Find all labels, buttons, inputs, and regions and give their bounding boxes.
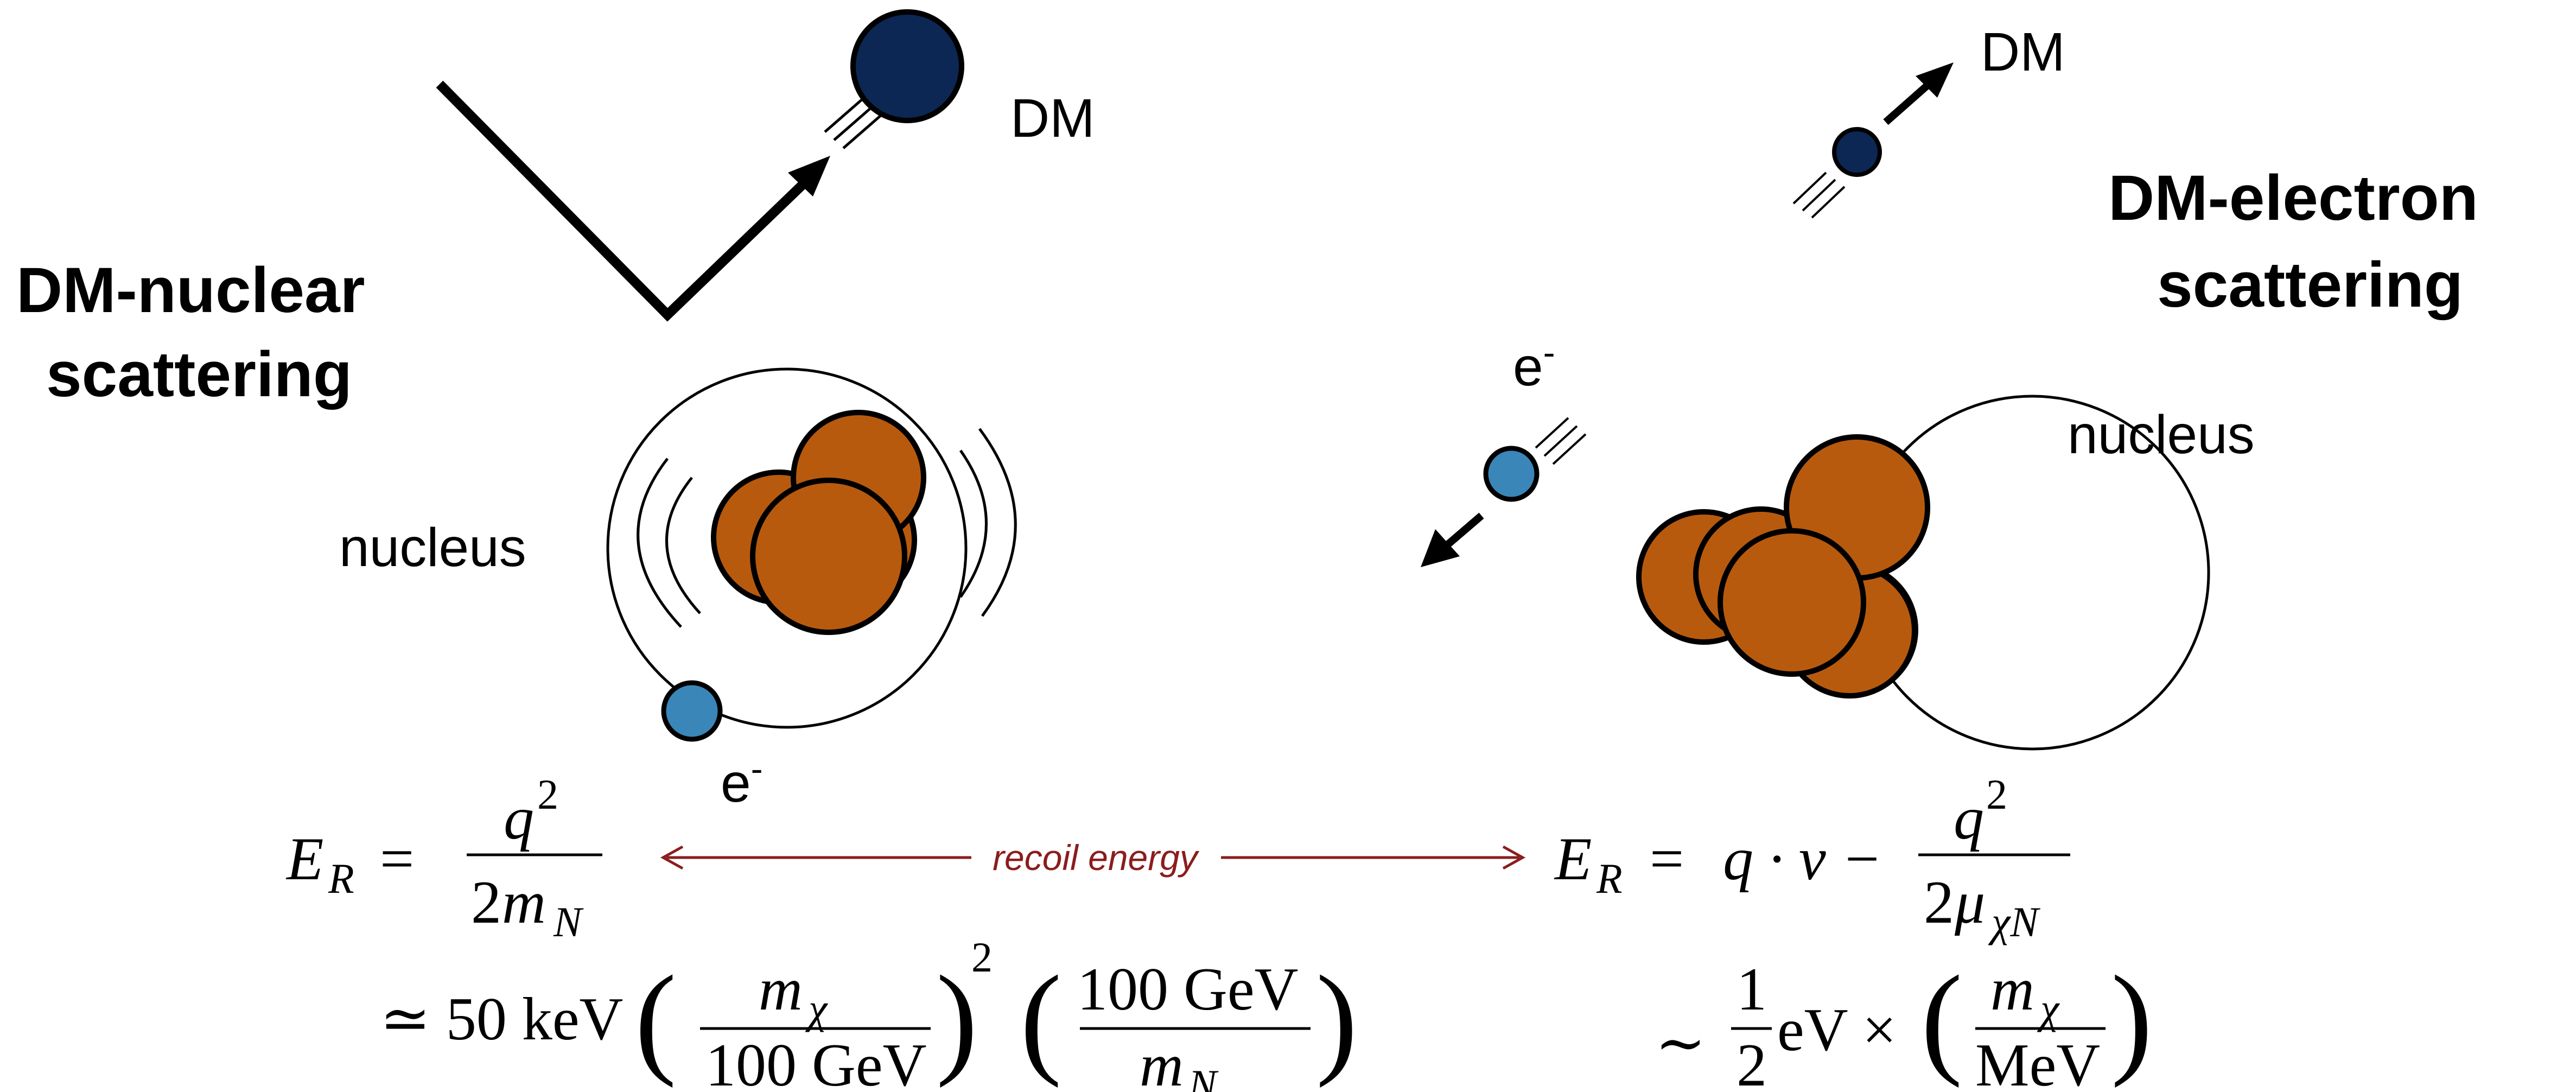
eq-right2-f-den: MeV	[1975, 1032, 2100, 1092]
eq-right2-unit: eV ×	[1777, 996, 1897, 1064]
left-title-line2: scattering	[46, 339, 352, 410]
left-nucleus	[711, 410, 926, 635]
eq-right1-den-mu: μ	[1954, 869, 1985, 936]
recoil-energy-label: recoil energy	[993, 837, 1200, 878]
right-nucleus-proper-group	[1693, 434, 1930, 699]
right-nucleus-label: nucleus	[2068, 404, 2255, 465]
eq-right1-dot: q · v −	[1723, 826, 1882, 893]
dm-particle-left	[850, 9, 964, 123]
eq-left1-den-sub: N	[553, 898, 584, 945]
right-title-line1: DM-electron	[2108, 162, 2478, 234]
eq-right1-num: q	[1954, 785, 1984, 852]
eq-left2-f1-num-sub: χ	[805, 985, 828, 1032]
right-electron-motion-lines	[1535, 417, 1587, 465]
eq-right2-paren-open: (	[1921, 950, 1963, 1088]
eq-left1-E: E	[285, 826, 323, 893]
right-electron	[1483, 446, 1540, 502]
right-dm-arrowhead	[1916, 62, 1954, 98]
recoil-arrowhead-left	[660, 845, 684, 870]
eq-right1-den-sub: χN	[1988, 898, 2040, 945]
eq-left2-paren1-open: (	[635, 950, 677, 1088]
left-panel: DM-nuclear scattering DM	[16, 9, 1095, 814]
left-electron-label: e-	[721, 748, 763, 814]
eq-right1-E: E	[1554, 826, 1592, 893]
eq-right2-sim: ∼	[1655, 1010, 1706, 1077]
eq-right2-half-den: 2	[1737, 1032, 1767, 1092]
left-electron	[661, 680, 723, 742]
right-dm-arrow	[1883, 78, 1935, 125]
eq-left2-paren2-open: (	[1020, 950, 1062, 1088]
eq-left2-approx: ≃ 50 keV	[380, 986, 623, 1053]
right-electron-label: e-	[1513, 332, 1555, 397]
eq-left1-den-m: m	[502, 869, 546, 936]
right-dm-motion-lines	[1792, 172, 1846, 219]
eq-left1-num: q	[504, 785, 534, 852]
eq-left2-f2-den-sub: N	[1188, 1061, 1219, 1092]
right-electron-arrowhead	[1421, 529, 1460, 567]
right-nucleus	[1921, 520, 2040, 639]
eq-left2-paren1-close: )	[936, 950, 978, 1088]
left-title-line1: DM-nuclear	[16, 255, 365, 326]
eq-right2-f-num: m	[1990, 956, 2034, 1023]
eq-right1-den-2: 2	[1924, 869, 1954, 936]
right-panel: DM-electron scattering DM	[1636, 22, 2478, 751]
eq-right2-paren-close: )	[2111, 950, 2153, 1088]
eq-right2-f-num-sub: χ	[2037, 985, 2060, 1032]
eq-left1-sub: R	[328, 855, 354, 902]
right-title-line2: scattering	[2157, 249, 2463, 321]
dm-trajectory-arrowhead	[788, 156, 830, 196]
eq-left2-f1-num: m	[759, 956, 803, 1023]
eq-left1-equals: =	[380, 826, 414, 893]
eq-left2-f1-den: 100 GeV	[705, 1032, 926, 1092]
left-dm-label: DM	[1010, 88, 1095, 149]
eq-left2-f2-num: 100 GeV	[1077, 956, 1298, 1023]
dm-motion-lines	[824, 98, 882, 149]
eq-right1-num-sup: 2	[1986, 771, 2007, 818]
eq-right2-half-num: 1	[1737, 956, 1767, 1023]
dm-trajectory-arrow	[436, 80, 818, 322]
eq-left1-den-2: 2	[471, 869, 501, 936]
recoil-wiggle-lines	[637, 428, 1017, 628]
eq-left2-exponent: 2	[971, 934, 993, 981]
eq-left1-num-sup: 2	[537, 771, 558, 818]
right-nucleon-front	[1718, 528, 1866, 677]
recoil-arrowhead-right	[1502, 845, 1526, 870]
eq-right1-equals: =	[1650, 826, 1684, 893]
right-electron-arrow	[1441, 512, 1484, 551]
eq-left2-f2-den: m	[1140, 1032, 1184, 1092]
right-dm-label: DM	[1981, 22, 2065, 82]
left-atom-orbit	[606, 367, 968, 729]
eq-left2-paren2-close: )	[1316, 950, 1358, 1088]
dm-particle-right	[1832, 127, 1882, 177]
left-nucleus-label: nucleus	[339, 517, 526, 578]
eq-right1-sub: R	[1596, 855, 1623, 902]
